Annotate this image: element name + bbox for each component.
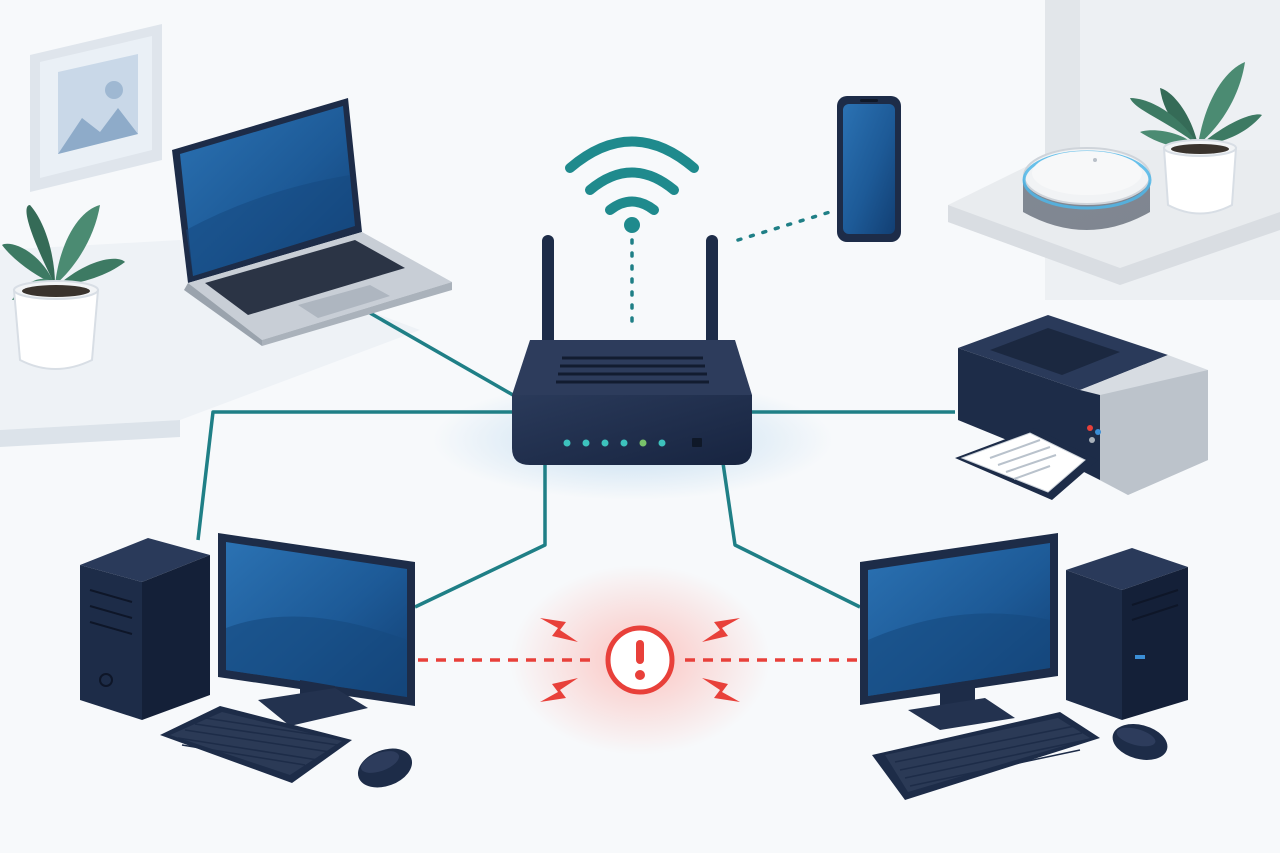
wireless-links	[630, 210, 832, 327]
smart-speaker-icon	[1022, 147, 1152, 230]
router-led	[563, 439, 571, 447]
router-led	[620, 439, 628, 447]
printer-icon	[955, 315, 1208, 500]
link-router-laptop	[369, 311, 514, 397]
network-links	[196, 311, 955, 609]
spark-icon	[540, 618, 740, 702]
link-router-desktop-left	[196, 410, 513, 541]
wifi-signal-icon	[565, 136, 699, 233]
wall-picture-icon	[30, 24, 162, 192]
desk-left	[0, 240, 420, 447]
link-router-desktop-right	[721, 462, 861, 609]
laptop-icon	[172, 98, 452, 346]
potted-plant-icon	[1130, 62, 1262, 215]
router-led	[658, 439, 666, 447]
potted-plant-icon	[2, 205, 125, 370]
smartphone-icon	[837, 96, 901, 242]
desktop-computer-icon	[860, 533, 1188, 800]
router-icon	[512, 235, 752, 465]
exclamation-alert-icon	[605, 625, 675, 695]
link-router-smartphone	[736, 210, 832, 242]
link-router-desktop-left-monitor	[414, 463, 547, 609]
router-led	[582, 439, 590, 447]
router-led	[639, 439, 647, 447]
desktop-computer-icon	[80, 533, 415, 788]
router-led	[601, 439, 609, 447]
